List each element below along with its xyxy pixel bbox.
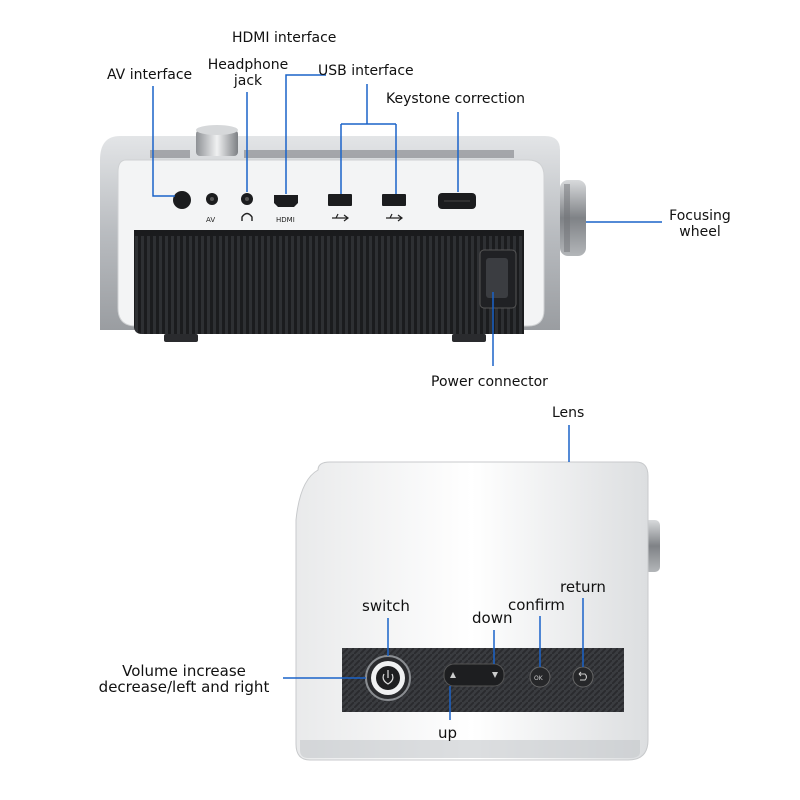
- label-switch: switch: [362, 597, 410, 615]
- ok-mark: OK: [534, 675, 544, 682]
- switch-knob: [365, 655, 411, 701]
- headphone-icon: [241, 212, 253, 221]
- label-focusing-line2: wheel: [679, 224, 721, 240]
- label-return: return: [560, 578, 606, 596]
- label-focusing-wheel: Focusing wheel: [660, 208, 740, 240]
- vent-grille: [134, 230, 524, 334]
- arrow-down-icon: [492, 672, 498, 678]
- usb-icon: [386, 213, 403, 222]
- av-mark: AV: [206, 216, 215, 224]
- label-usb-interface: USB interface: [318, 63, 414, 79]
- return-button: [572, 666, 594, 688]
- label-focusing-line1: Focusing: [669, 208, 731, 224]
- label-down: down: [472, 609, 513, 627]
- label-volume: Volume increase decrease/left and right: [86, 663, 282, 695]
- focusing-wheel: [560, 180, 586, 256]
- headphone-port: [241, 193, 253, 221]
- arrow-up-icon: [450, 672, 456, 678]
- confirm-button: OK: [529, 666, 551, 688]
- power-icon: [382, 670, 394, 685]
- keystone-wheel: [438, 193, 476, 209]
- label-volume-line1: Volume increase: [122, 662, 246, 680]
- rear-view: AV HDMI: [100, 125, 586, 342]
- callout-lines-bottom: [283, 425, 584, 720]
- usb-port-1: [328, 194, 352, 222]
- label-hdmi-interface: HDMI interface: [232, 30, 337, 46]
- hdmi-mark: HDMI: [276, 216, 295, 224]
- top-knob: [196, 125, 238, 156]
- return-icon: [578, 671, 587, 681]
- label-headphone-jack: Headphone jack: [198, 57, 298, 89]
- label-keystone-correction: Keystone correction: [386, 91, 526, 107]
- callout-lines-top: [152, 74, 662, 366]
- label-up: up: [438, 724, 458, 742]
- label-headphone-line1: Headphone: [207, 57, 289, 73]
- label-volume-line2: decrease/left and right: [98, 678, 270, 696]
- power-connector: [479, 249, 517, 309]
- up-down-rocker: [443, 663, 505, 687]
- usb-icon: [332, 213, 349, 222]
- label-lens: Lens: [552, 405, 585, 421]
- label-confirm: confirm: [508, 596, 565, 614]
- label-headphone-line2: jack: [233, 73, 263, 89]
- usb-port-2: [382, 194, 406, 222]
- label-power-connector: Power connector: [431, 374, 548, 390]
- av-port: AV: [173, 191, 218, 224]
- hdmi-port: HDMI: [274, 195, 298, 224]
- top-view: OK: [295, 461, 660, 761]
- label-av-interface: AV interface: [107, 67, 193, 83]
